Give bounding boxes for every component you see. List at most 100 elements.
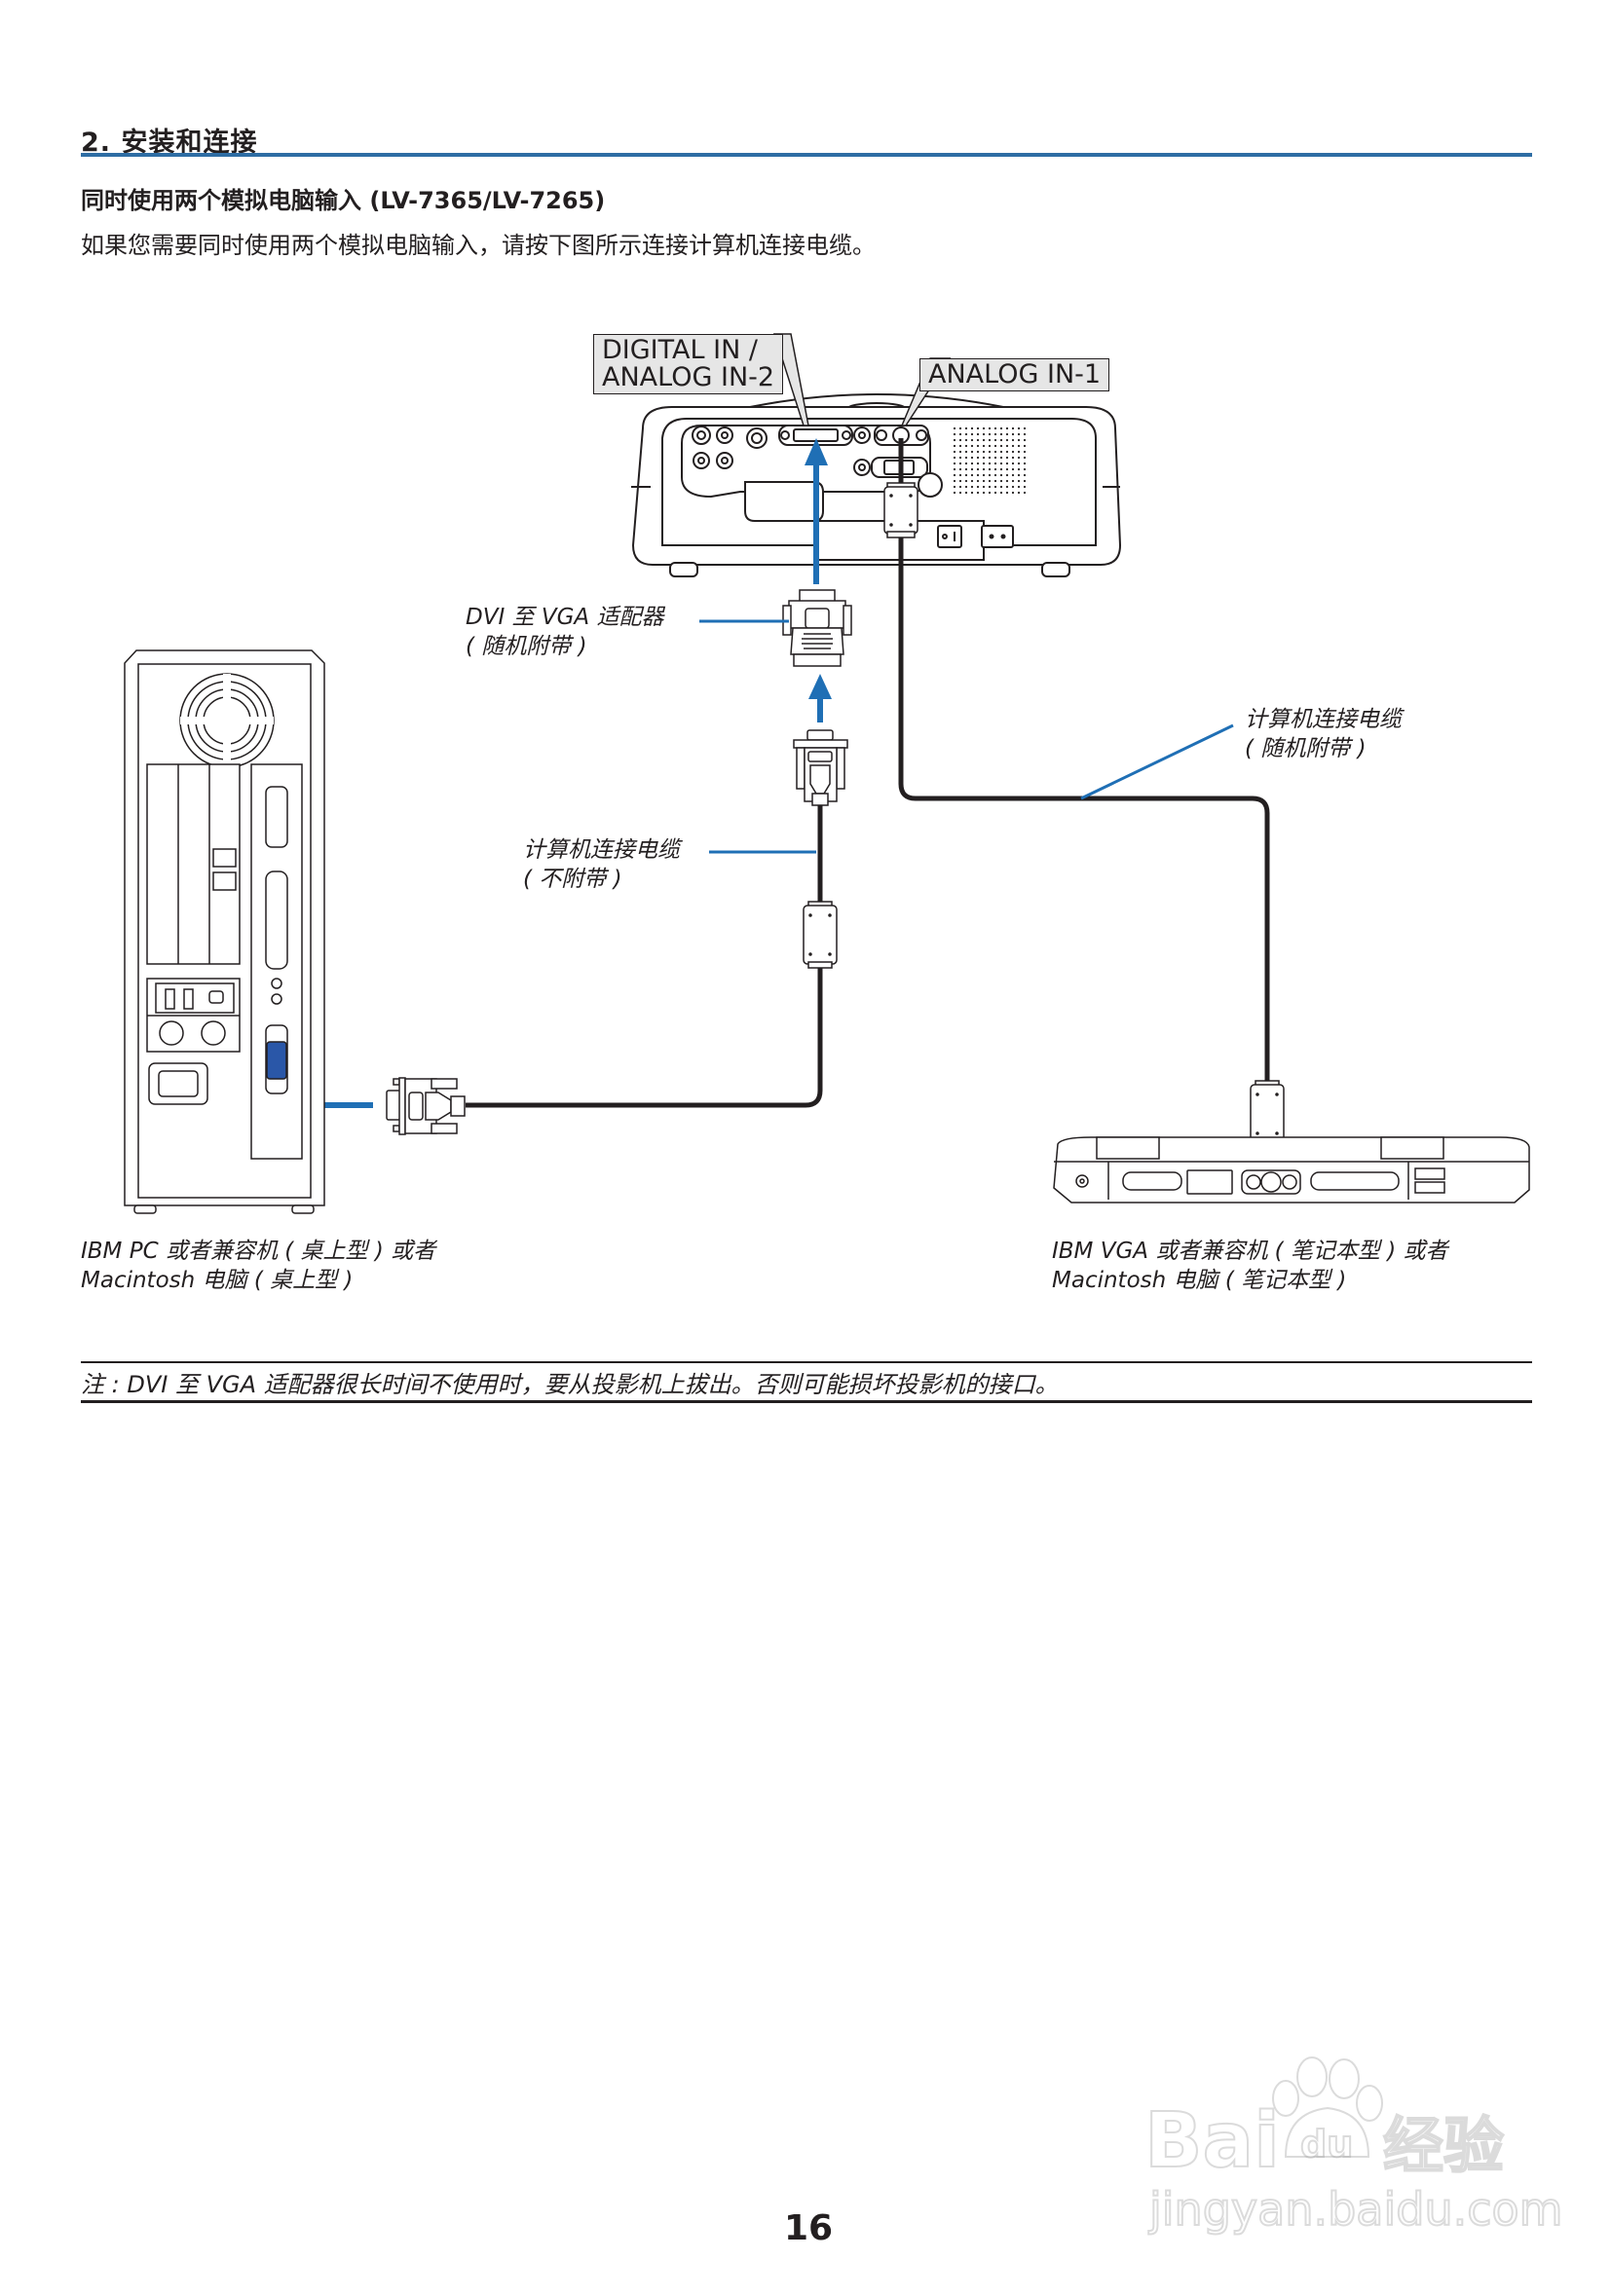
cable-not-included-label-line1: 计算机连接电缆 (523, 837, 680, 863)
speaker-dot (970, 426, 974, 430)
desktop-pc (124, 649, 325, 1214)
speaker-dot (993, 450, 997, 454)
speaker-dot (1011, 450, 1015, 454)
speaker-dot (1005, 444, 1009, 448)
speaker-dot (964, 438, 968, 442)
speaker-grille (953, 426, 1027, 495)
speaker-dot (999, 450, 1003, 454)
speaker-dot (970, 450, 974, 454)
laptop (1053, 1136, 1530, 1204)
speaker-dot (970, 432, 974, 436)
speaker-dot (982, 456, 986, 460)
speaker-dot (1005, 456, 1009, 460)
speaker-dot (953, 426, 956, 430)
speaker-dot (958, 485, 962, 489)
speaker-dot (999, 432, 1003, 436)
speaker-dot (953, 491, 956, 495)
speaker-dot (993, 444, 997, 448)
speaker-dot (953, 467, 956, 471)
speaker-dot (982, 444, 986, 448)
speaker-dot (982, 426, 986, 430)
speaker-dot (953, 479, 956, 483)
speaker-dot (982, 491, 986, 495)
speaker-dot (970, 485, 974, 489)
speaker-dot (1017, 426, 1021, 430)
speaker-dot (1023, 426, 1027, 430)
speaker-dot (958, 462, 962, 465)
speaker-dot (970, 444, 974, 448)
speaker-dot (999, 444, 1003, 448)
speaker-dot (999, 467, 1003, 471)
callout-digital-in: DIGITAL IN / ANALOG IN-2 (593, 334, 784, 394)
speaker-dot (999, 485, 1003, 489)
speaker-dot (999, 426, 1003, 430)
speaker-dot (958, 432, 962, 436)
speaker-dot (1005, 485, 1009, 489)
speaker-dot (970, 456, 974, 460)
speaker-dot (993, 473, 997, 477)
speaker-dot (964, 444, 968, 448)
speaker-dot (1005, 426, 1009, 430)
speaker-dot (993, 479, 997, 483)
speaker-dot (993, 432, 997, 436)
speaker-dot (993, 467, 997, 471)
ferrite-core-projector (883, 482, 918, 538)
speaker-dot (988, 426, 992, 430)
speaker-dot (988, 473, 992, 477)
cable-included-leader-line (1080, 723, 1234, 800)
arrow-to-dvi-port (805, 438, 828, 584)
speaker-dot (964, 426, 968, 430)
speaker-dot (993, 491, 997, 495)
speaker-dot (982, 467, 986, 471)
speaker-dot (993, 485, 997, 489)
speaker-dot (1017, 485, 1021, 489)
speaker-dot (964, 432, 968, 436)
speaker-dot (1005, 473, 1009, 477)
speaker-dot (988, 491, 992, 495)
laptop-caption-line2: Macintosh 电脑 ( 笔记本型 ) (1052, 1268, 1347, 1293)
adapter-label-line1: DVI 至 VGA 适配器 (466, 605, 664, 630)
speaker-dot (953, 438, 956, 442)
speaker-dot (1011, 462, 1015, 465)
speaker-dot (976, 450, 980, 454)
speaker-dot (1011, 479, 1015, 483)
speaker-dot (1017, 432, 1021, 436)
cable-included-label-line2: ( 随机附带 ) (1245, 736, 1367, 761)
laptop-caption: IBM VGA 或者兼容机 ( 笔记本型 ) 或者 Macintosh 电脑 (… (1052, 1237, 1448, 1295)
speaker-dot (982, 462, 986, 465)
speaker-dot (1023, 444, 1027, 448)
speaker-dot (1023, 479, 1027, 483)
speaker-dot (958, 491, 962, 495)
desktop-caption-line1: IBM PC 或者兼容机 ( 桌上型 ) 或者 (81, 1239, 436, 1264)
speaker-dot (999, 462, 1003, 465)
speaker-dot (953, 462, 956, 465)
section-title: 2. 安装和连接 (81, 128, 258, 158)
speaker-dot (1011, 456, 1015, 460)
speaker-dot (1023, 456, 1027, 460)
speaker-dot (1023, 438, 1027, 442)
speaker-dot (988, 479, 992, 483)
speaker-dot (1011, 432, 1015, 436)
speaker-dot (1017, 456, 1021, 460)
speaker-dot (970, 462, 974, 465)
speaker-dot (1005, 438, 1009, 442)
speaker-dot (999, 438, 1003, 442)
cable-included-label: 计算机连接电缆 ( 随机附带 ) (1245, 705, 1402, 763)
speaker-dot (953, 456, 956, 460)
speaker-dot (982, 432, 986, 436)
speaker-dot (1005, 491, 1009, 495)
speaker-dot (976, 456, 980, 460)
speaker-dot (1017, 491, 1021, 495)
speaker-dot (999, 491, 1003, 495)
page-number: 16 (784, 2208, 834, 2248)
speaker-dot (1017, 438, 1021, 442)
speaker-dot (976, 479, 980, 483)
speaker-dot (993, 456, 997, 460)
speaker-dot (993, 438, 997, 442)
speaker-dot (953, 432, 956, 436)
arrow-to-adapter (808, 674, 832, 722)
speaker-dot (964, 479, 968, 483)
ferrite-core-middle (803, 901, 838, 969)
note-top-rule (81, 1361, 1532, 1363)
